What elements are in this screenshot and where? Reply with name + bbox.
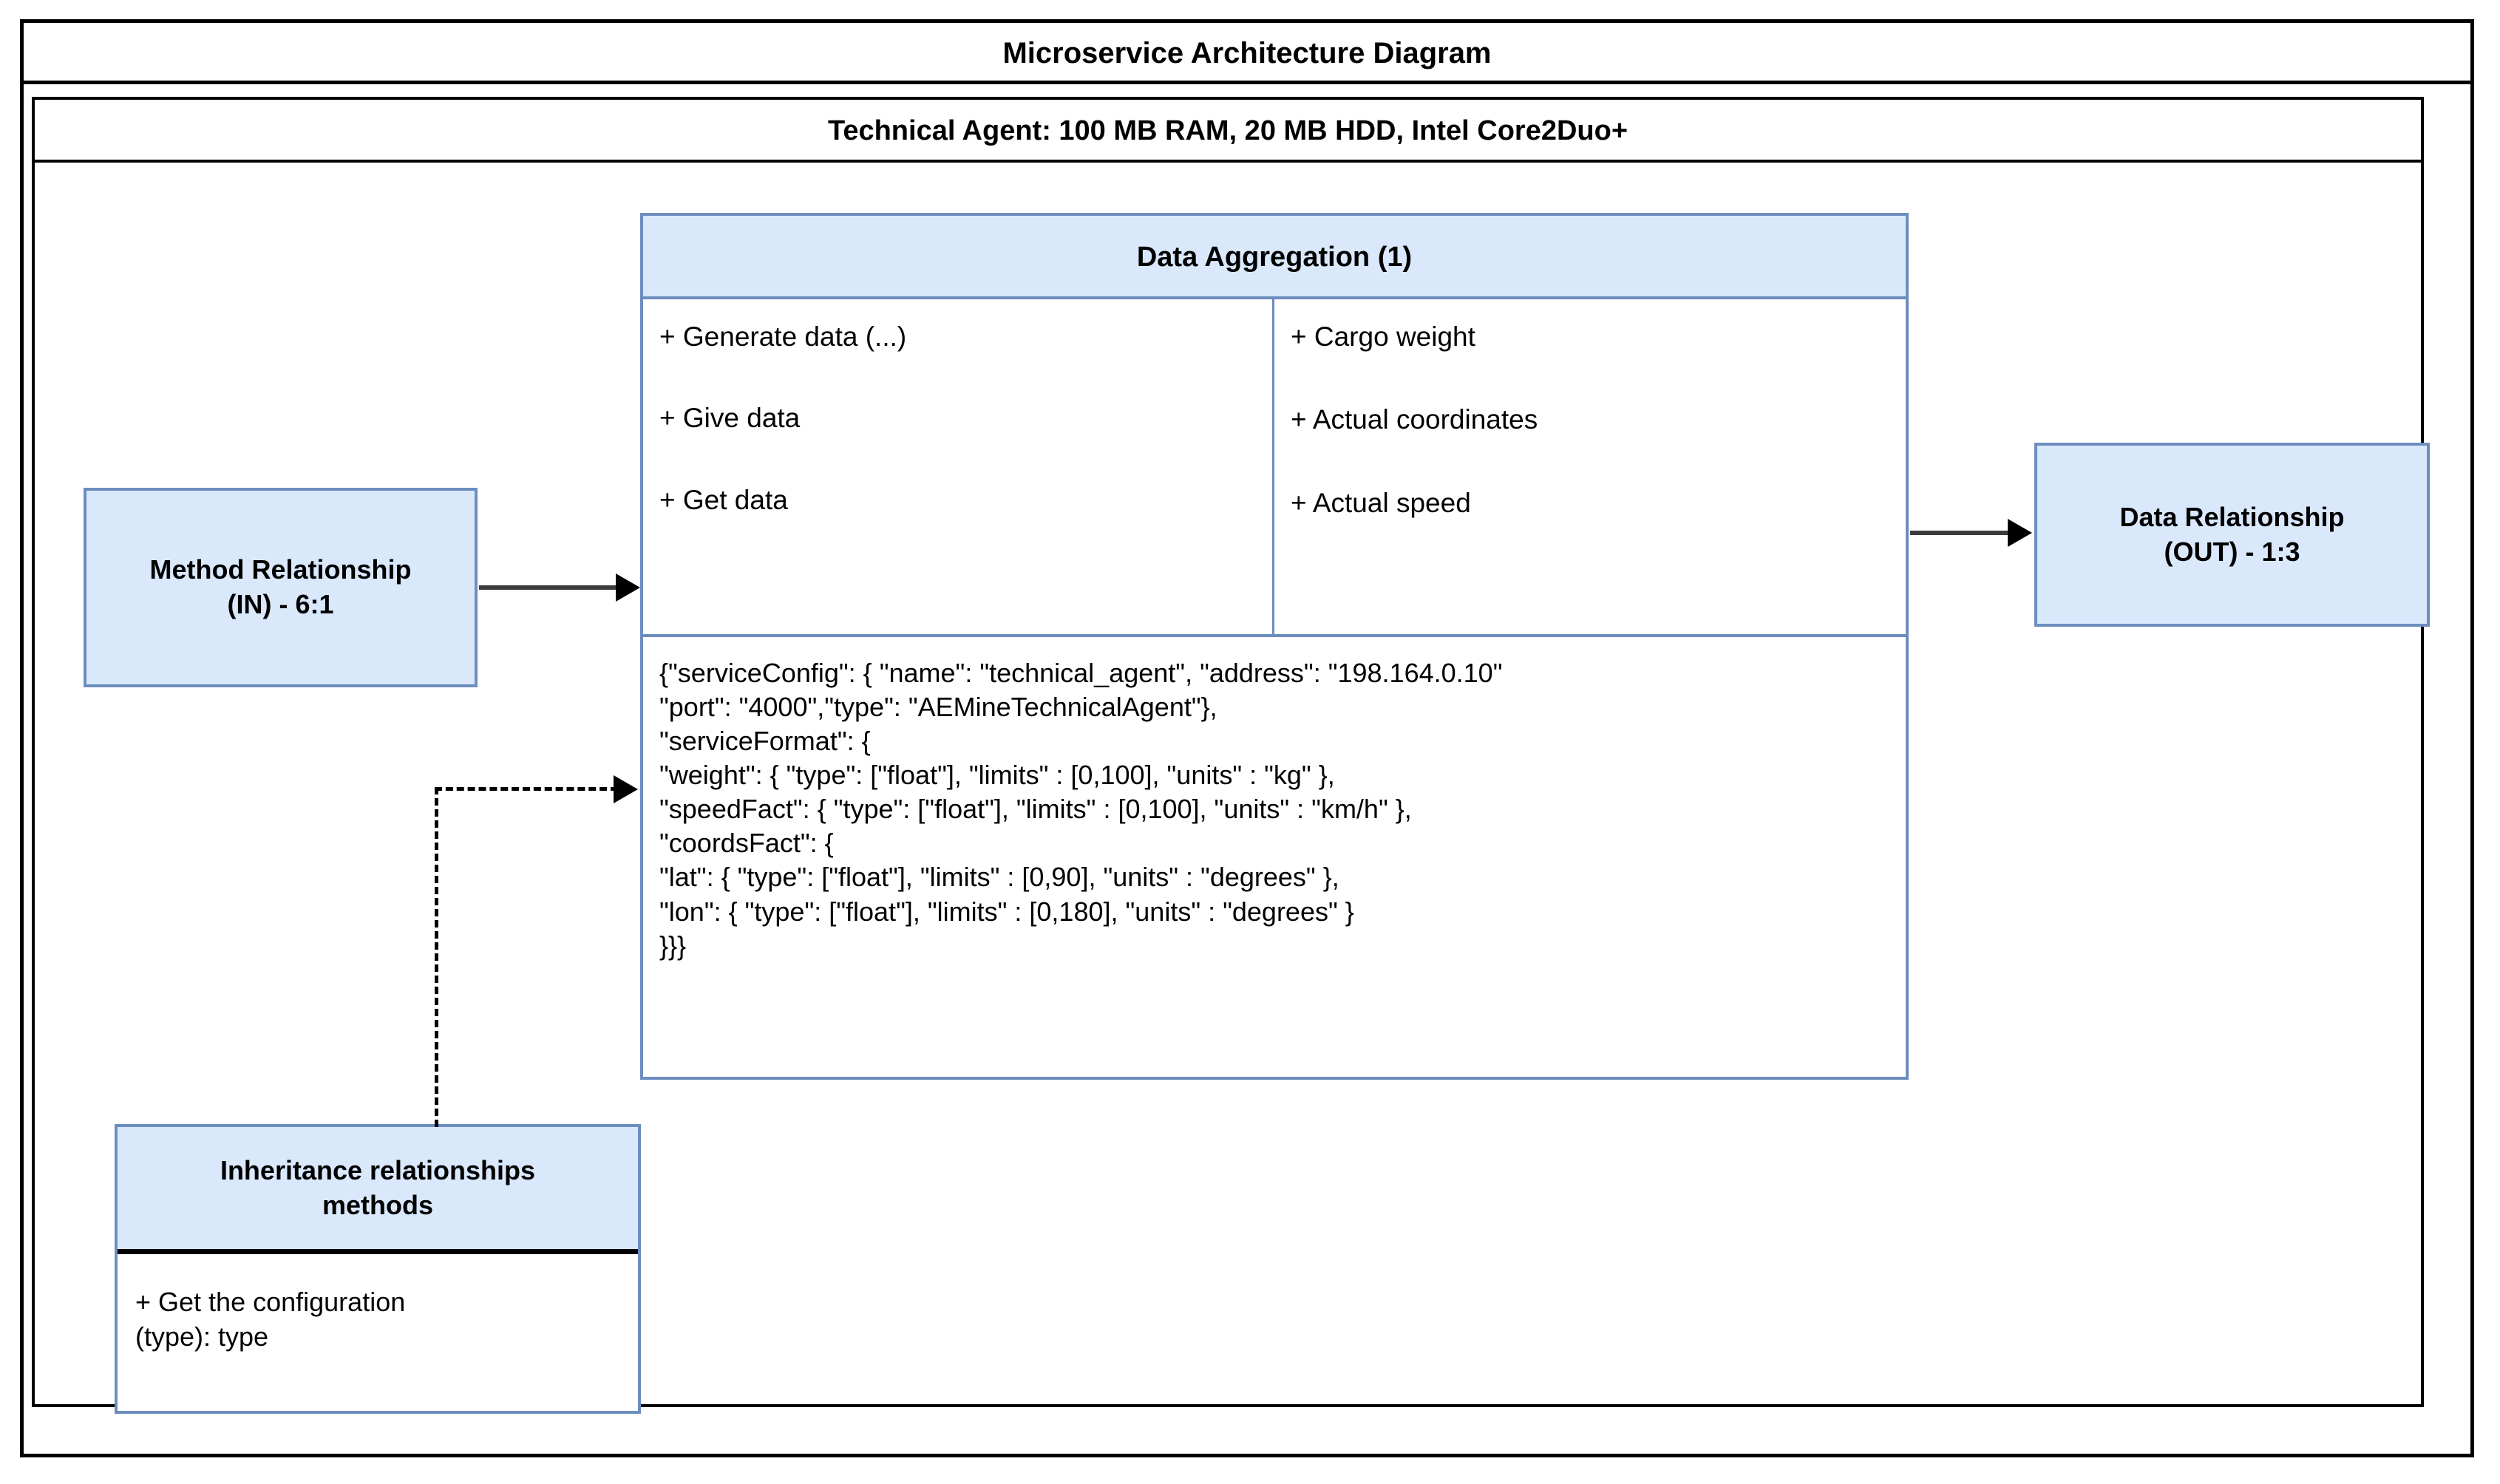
- attribute-item: + Actual coordinates: [1291, 404, 1538, 435]
- inheritance-methods: + Get the configuration (type): type: [118, 1254, 638, 1355]
- method-relationship-line2: (IN) - 6:1: [227, 589, 334, 619]
- data-relationship-line1: Data Relationship: [2119, 501, 2345, 532]
- technical-agent-title: Technical Agent: 100 MB RAM, 20 MB HDD, …: [35, 100, 2421, 163]
- inheritance-method-line2: (type): type: [135, 1321, 269, 1352]
- method-item: + Give data: [659, 403, 801, 434]
- config-line: "weight": { "type": ["float"], "limits" …: [659, 760, 1335, 791]
- node-method-relationship[interactable]: Method Relationship (IN) - 6:1: [84, 488, 478, 687]
- method-item: + Generate data (...): [659, 321, 907, 352]
- inheritance-line2: methods: [322, 1189, 433, 1220]
- connector-line: [479, 585, 619, 590]
- data-aggregation-title: Data Aggregation (1): [643, 216, 1906, 299]
- attribute-item: + Actual speed: [1291, 487, 1471, 518]
- data-relationship-line2: (OUT) - 1:3: [2164, 536, 2300, 567]
- attribute-item: + Cargo weight: [1291, 321, 1475, 352]
- service-config-block: {"serviceConfig": { "name": "technical_a…: [643, 634, 1906, 1075]
- data-relationship-label: Data Relationship (OUT) - 1:3: [2037, 446, 2427, 624]
- inheritance-method-line1: + Get the configuration: [135, 1287, 406, 1317]
- data-aggregation-compartments: + Generate data (...) + Give data + Get …: [643, 299, 1906, 634]
- config-line: {"serviceConfig": { "name": "technical_a…: [659, 658, 1503, 688]
- data-aggregation-attributes: + Cargo weight + Actual coordinates + Ac…: [1274, 299, 1906, 634]
- config-line: "coordsFact": {: [659, 828, 834, 859]
- connector-line: [1910, 531, 2011, 535]
- connector-dashed-horizontal: [435, 787, 618, 791]
- page-title: Microservice Architecture Diagram: [24, 23, 2470, 84]
- node-data-relationship[interactable]: Data Relationship (OUT) - 1:3: [2034, 443, 2430, 627]
- config-line: }}}: [659, 930, 687, 961]
- config-line: "lat": { "type": ["float"], "limits" : […: [659, 862, 1339, 893]
- method-item: + Get data: [659, 484, 788, 515]
- config-line: "serviceFormat": {: [659, 726, 871, 757]
- config-line: "speedFact": { "type": ["float"], "limit…: [659, 794, 1412, 825]
- node-data-aggregation[interactable]: Data Aggregation (1) + Generate data (..…: [640, 213, 1909, 1080]
- config-line: "port": "4000","type": "AEMineTechnicalA…: [659, 692, 1217, 723]
- inheritance-title: Inheritance relationships methods: [118, 1127, 638, 1254]
- inheritance-line1: Inheritance relationships: [220, 1154, 536, 1185]
- node-inheritance-relationships[interactable]: Inheritance relationships methods + Get …: [115, 1124, 641, 1414]
- method-relationship-label: Method Relationship (IN) - 6:1: [86, 491, 475, 684]
- method-relationship-line1: Method Relationship: [149, 554, 412, 585]
- data-aggregation-methods: + Generate data (...) + Give data + Get …: [643, 299, 1274, 634]
- arrow-head-icon: [2008, 519, 2032, 547]
- config-line: "lon": { "type": ["float"], "limits" : […: [659, 896, 1354, 927]
- arrow-head-icon: [614, 775, 638, 803]
- connector-dashed-vertical: [435, 787, 438, 1127]
- arrow-head-icon: [616, 573, 640, 602]
